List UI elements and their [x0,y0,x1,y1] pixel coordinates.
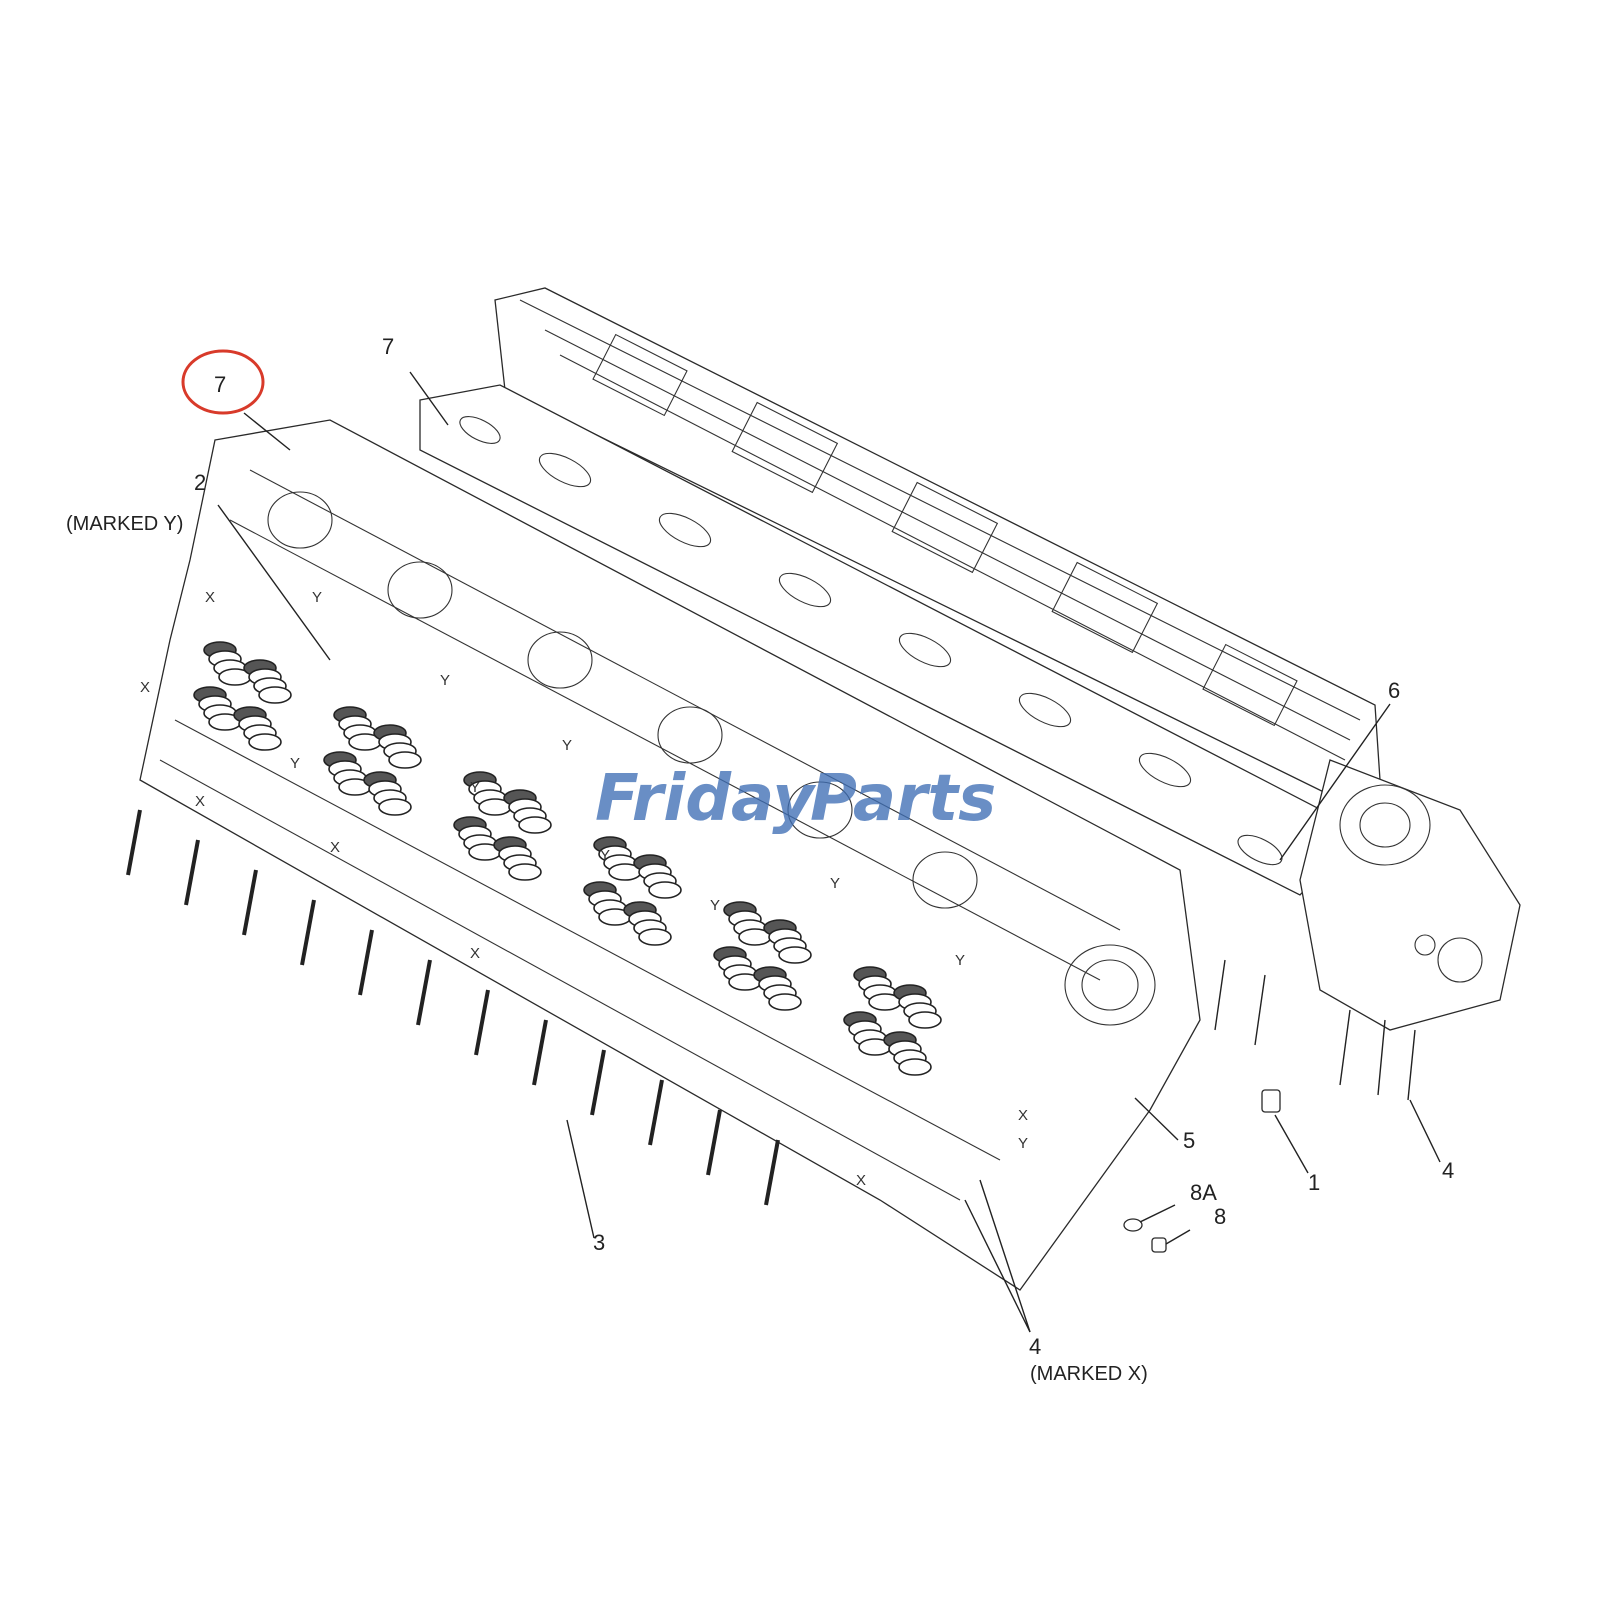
valve-spring [333,706,382,751]
valve-spring [203,641,252,686]
callout-4-bolt: 4 [1442,1158,1454,1183]
head-bolt [242,869,258,936]
head-bolt [416,959,432,1026]
mark-y: Y [312,589,322,606]
valve-spring [503,789,552,834]
leader-lines [217,371,1441,1333]
mark-x: X [856,1172,866,1189]
head-bolt [764,1139,780,1206]
valve-spring [583,881,632,926]
mark-y: Y [955,952,965,969]
callout-4-marked: 4 [1029,1334,1041,1359]
mark-y: Y [710,897,720,914]
valve-spring [623,901,672,946]
valve-spring [373,724,422,769]
mark-x: X [195,793,205,810]
valve-spring [753,966,802,1011]
head-bolt [358,929,374,996]
callout-3-bolt: 3 [593,1230,605,1255]
callout-5-plug: 5 [1183,1128,1195,1153]
valve-spring-group [193,641,942,1076]
bolt-marked-note: (MARKED X) [1030,1363,1148,1385]
valve-spring [593,836,642,881]
valve-spring [763,919,812,964]
valve-spring [723,901,772,946]
washer-part [1123,1218,1143,1232]
mark-y: Y [600,847,610,864]
highlight-circle [181,349,265,415]
mark-y: Y [1018,1135,1028,1152]
valve-spring [883,1031,932,1076]
mark-y: Y [562,737,572,754]
valve-spring [363,771,412,816]
head-bolt [300,899,316,966]
mark-x: X [205,589,215,606]
cylinder-head-block [139,419,1201,1291]
callout-7-highlighted: 7 [214,372,226,397]
dowel-part [1261,1089,1281,1113]
callout-8a-washer: 8A [1190,1180,1217,1205]
head-bolt [706,1109,722,1176]
rocker-cover-upper [494,287,1381,801]
head-bolt [590,1049,606,1116]
callout-6-manifold: 6 [1388,678,1400,703]
valve-spring [233,706,282,751]
valve-spring [323,751,372,796]
mark-y: Y [440,672,450,689]
mark-y: Y [290,755,300,772]
mark-x: X [1018,1107,1028,1124]
head-bolt-row-front [126,809,780,1206]
watermark-text-right: Parts [810,762,996,836]
callout-7-cover: 7 [382,334,394,359]
mark-x: X [470,945,480,962]
valve-spring [463,771,512,816]
head-bolt [474,989,490,1056]
mark-y: Y [470,779,480,796]
head-bolt-row-rear [1214,959,1416,1101]
mark-x: X [330,839,340,856]
valve-spring [243,659,292,704]
valve-spring [843,1011,892,1056]
rear-end-housing [1299,759,1521,1031]
callout-2-gasket: 2 [194,470,206,495]
head-bolt [532,1019,548,1086]
head-bolt [184,839,200,906]
screw-part [1151,1237,1167,1253]
mark-y: Y [830,875,840,892]
callout-1-dowel: 1 [1308,1170,1320,1195]
watermark-text-left: Friday [595,762,816,836]
valve-spring [193,686,242,731]
watermark-logo: Friday Parts [595,762,996,836]
gasket-marked-note: (MARKED Y) [66,513,183,535]
valve-spring [493,836,542,881]
bolt-mark-labels: X X X X X X X Y Y Y Y Y Y Y Y Y Y [140,589,1028,1189]
mark-x: X [140,679,150,696]
valve-spring [633,854,682,899]
head-bolt [126,809,142,876]
callout-8-screw: 8 [1214,1204,1226,1229]
valve-spring [893,984,942,1029]
head-bolt [648,1079,664,1146]
valve-spring [853,966,902,1011]
